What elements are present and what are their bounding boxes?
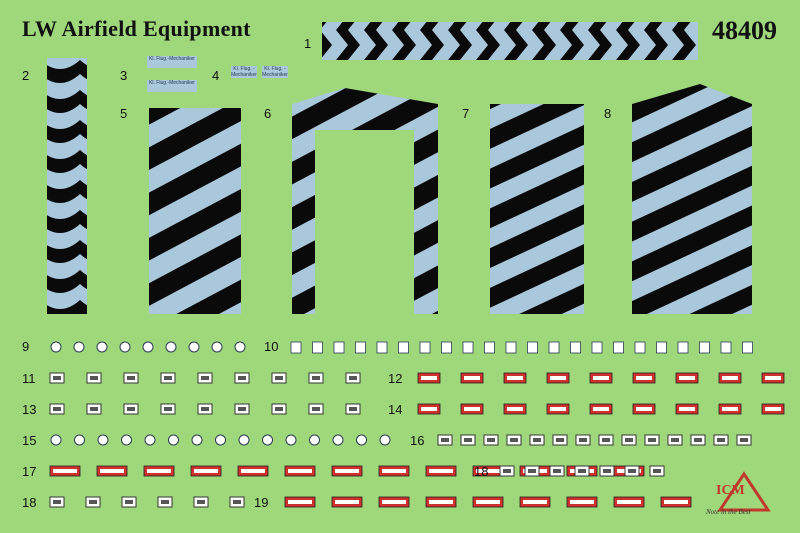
tag-marking: [742, 341, 753, 354]
round-marking: [234, 341, 246, 353]
tag-marking: [419, 341, 431, 354]
decal-8-panel: [632, 84, 752, 314]
decal-7-panel: [490, 104, 584, 314]
label-3: 3: [120, 68, 128, 83]
round-marking: [121, 434, 132, 446]
tag-marking: [398, 341, 409, 354]
icm-logo: [717, 471, 771, 512]
label-11: 11: [22, 371, 36, 386]
tag-marking: [591, 341, 603, 354]
round-marking: [119, 341, 131, 353]
round-marking: [211, 341, 223, 353]
round-marking: [379, 434, 391, 446]
tag-marking: [699, 341, 710, 354]
sheet-title: LW Airfield Equipment: [22, 16, 251, 41]
decal-2-wave-strip: [47, 58, 87, 314]
placard-3a: Kl. Flug.-Mechaniker: [147, 56, 197, 68]
label-17: 17: [22, 464, 37, 479]
tag-marking: [548, 341, 560, 354]
tag-marking: [290, 341, 302, 354]
tag-marking: [613, 341, 624, 354]
label-5: 5: [120, 106, 128, 121]
label-13: 13: [22, 402, 37, 417]
tag-marking: [462, 341, 474, 354]
logo-tagline: Note in the Best: [706, 508, 751, 516]
label-2: 2: [22, 68, 30, 83]
round-marking: [191, 434, 203, 446]
label-14: 14: [388, 402, 403, 417]
decal-6-arch: [292, 88, 438, 314]
label-18a: 18: [474, 464, 489, 479]
placard-4a: Kl. Flug. - Mechaniker: [231, 66, 257, 78]
label-10: 10: [264, 339, 279, 354]
tag-marking: [720, 341, 732, 354]
round-marking: [96, 341, 108, 353]
round-marking: [356, 434, 367, 446]
label-1: 1: [304, 36, 312, 51]
tag-marking: [677, 341, 689, 354]
label-19: 19: [254, 495, 269, 510]
decal-5-panel: [149, 108, 241, 314]
round-marking: [309, 434, 320, 446]
logo-brand: ICM: [716, 483, 745, 498]
round-marking: [144, 434, 156, 446]
round-marking: [285, 434, 297, 446]
tag-marking: [656, 341, 667, 354]
tag-marking: [634, 341, 646, 354]
round-marking: [74, 434, 85, 446]
placard-4b: Kl. Flug. - Mechaniker: [262, 66, 288, 78]
tag-marking: [505, 341, 517, 354]
label-12: 12: [388, 371, 403, 386]
small-markings: [49, 341, 785, 508]
round-marking: [97, 434, 109, 446]
round-marking: [188, 341, 200, 353]
label-4: 4: [212, 68, 220, 83]
label-15: 15: [22, 433, 37, 448]
label-18b: 18: [22, 495, 37, 510]
label-7: 7: [462, 106, 470, 121]
round-marking: [238, 434, 250, 446]
round-marking: [262, 434, 273, 446]
round-marking: [215, 434, 226, 446]
round-marking: [332, 434, 344, 446]
tag-marking: [312, 341, 323, 354]
round-marking: [50, 434, 62, 446]
tag-marking: [376, 341, 388, 354]
round-marking: [168, 434, 179, 446]
tag-marking: [441, 341, 452, 354]
tag-marking: [527, 341, 538, 354]
sheet-code: 48409: [712, 16, 777, 45]
round-marking: [50, 341, 62, 353]
placard-3b: Kl. Flug.-Mechaniker: [147, 80, 197, 92]
tag-marking: [355, 341, 366, 354]
label-6: 6: [264, 106, 272, 121]
tag-marking: [333, 341, 345, 354]
tag-marking: [484, 341, 495, 354]
label-9: 9: [22, 339, 30, 354]
label-16: 16: [410, 433, 425, 448]
round-marking: [73, 341, 85, 353]
round-marking: [142, 341, 154, 353]
label-8: 8: [604, 106, 612, 121]
decal-1-chevron-strip: [322, 22, 698, 60]
tag-marking: [570, 341, 581, 354]
round-marking: [165, 341, 177, 353]
